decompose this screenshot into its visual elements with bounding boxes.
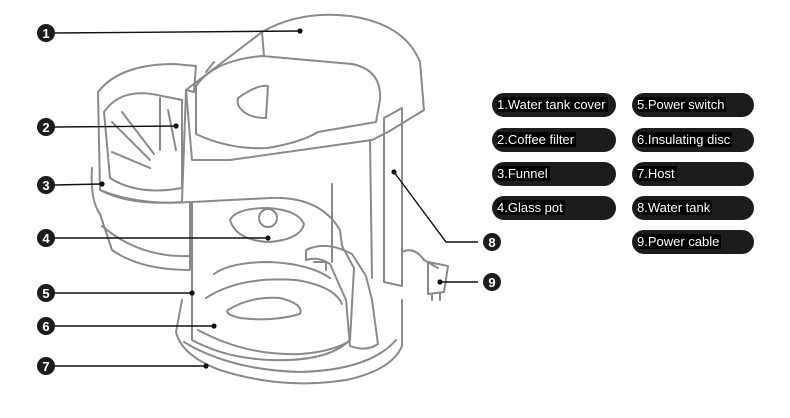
svg-text:8: 8 [488,235,495,250]
water-tank-outline [383,107,403,287]
host-base-rim [183,339,397,373]
cover-rim-line [205,31,265,73]
svg-text:2: 2 [42,120,49,135]
callout-1: 1 [37,24,55,42]
leader-lines [53,30,478,367]
callout-7: 7 [37,357,55,375]
callout-4: 4 [37,229,55,247]
glass-pot-lid [229,207,305,243]
callout-2: 2 [37,118,55,136]
leader-2 [53,125,177,128]
svg-text:4: 4 [42,231,50,246]
callout-3: 3 [37,176,55,194]
callout-8: 8 [483,233,501,251]
callout-6: 6 [37,317,55,335]
svg-text:9: 9 [488,275,495,290]
leader-endpoints [99,28,443,369]
funnel-outline [90,167,191,271]
leader-8 [393,171,478,243]
spout [313,261,327,271]
svg-text:5: 5 [42,286,49,301]
water-tank-front [331,139,373,279]
power-cable-line [401,249,439,269]
cover-notch [236,84,269,119]
coffee-maker-illustration [90,13,449,385]
callout-9: 9 [483,273,501,291]
filter-basket-outline [97,63,197,204]
host-base [175,299,403,385]
svg-text:3: 3 [42,178,49,193]
filter-spokes [111,97,177,169]
tank-cover-top [195,55,382,150]
power-plug [427,261,449,301]
tank-cover-outline [185,13,425,161]
glass-pot-body [191,196,355,362]
glass-pot-handle [305,244,379,350]
leader-1 [53,30,301,34]
svg-text:6: 6 [42,319,49,334]
insulating-disc [197,329,349,356]
glass-pot-bottom [205,278,343,321]
leader-3 [53,183,103,186]
callout-5: 5 [37,284,55,302]
glass-pot-knob [258,208,278,228]
svg-text:7: 7 [42,359,49,374]
funnel-base [101,225,191,258]
svg-text:1: 1 [42,26,49,41]
glass-pot-neck [213,261,331,279]
filter-basket-inner [103,92,183,192]
